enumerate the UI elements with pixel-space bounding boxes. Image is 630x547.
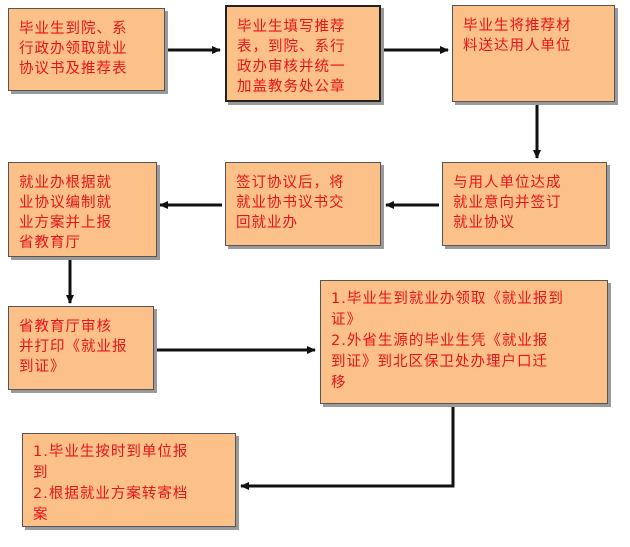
step-7-print-certificate: 省教育厅审核 并打印《就业报 到证》 bbox=[8, 306, 154, 390]
step-3-deliver-materials: 毕业生将推荐材 料送达用人单位 bbox=[452, 5, 615, 102]
step-1-collect-forms: 毕业生到院、系 行政办领取就业 协议书及推荐表 bbox=[8, 8, 165, 91]
step-9-report-to-employer: 1.毕业生按时到单位报 到 2.根据就业方案转寄档 案 bbox=[22, 433, 236, 527]
step-2-fill-recommendation: 毕业生填写推荐 表，到院、系行 政办审核并统一 加盖教务处公章 bbox=[225, 5, 381, 102]
step-5-return-agreement: 签订协议后，将 就业协书议书交 回就业办 bbox=[225, 162, 381, 246]
arrow-s8-to-s9 bbox=[240, 405, 455, 490]
step-6-compile-plan: 就业办根据就 业协议编制就 业方案并上报 省教育厅 bbox=[8, 162, 157, 257]
step-4-sign-agreement: 与用人单位达成 就业意向并签订 就业协议 bbox=[442, 162, 607, 246]
step-8-collect-certificate: 1.毕业生到就业办领取《就业报到 证》 2.外省生源的毕业生凭《就业报 到证》到… bbox=[320, 280, 608, 404]
